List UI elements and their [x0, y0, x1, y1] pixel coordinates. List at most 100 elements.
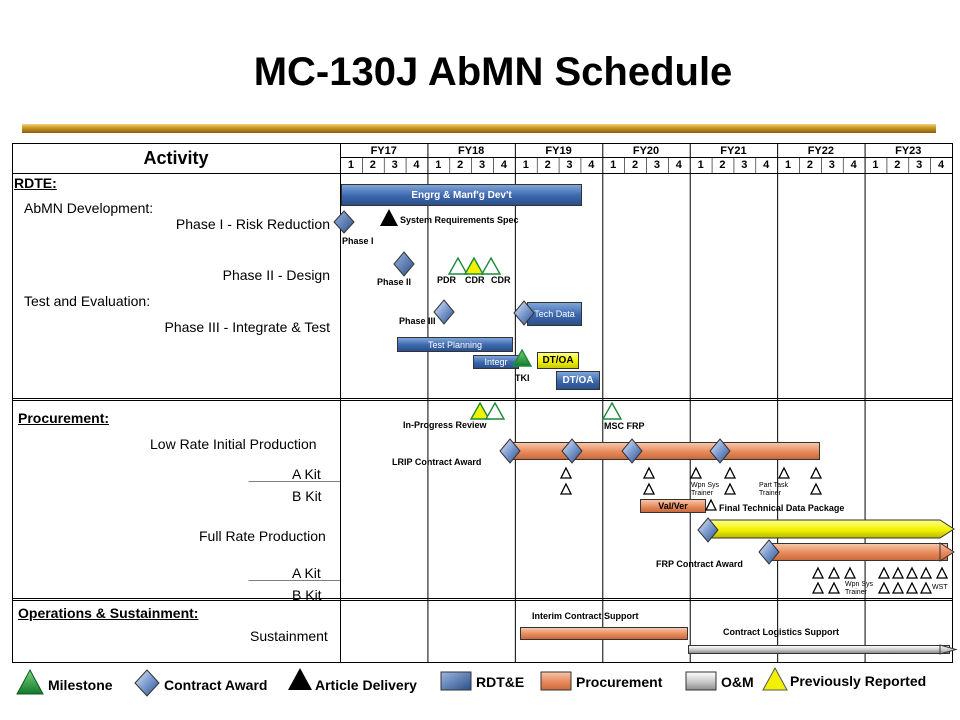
- row-lrip: Low Rate Initial Production: [150, 436, 317, 452]
- quarter-label: 4: [850, 159, 857, 171]
- legend-om: O&M: [721, 674, 754, 690]
- quarter-label: 3: [916, 159, 923, 171]
- grid-frame: [12, 143, 953, 663]
- bar-engrg-manfg-devt: Engrg & Manf'g Dev't: [341, 184, 582, 206]
- quarter-label: 1: [435, 159, 442, 171]
- bar-interim-contract-support: [520, 627, 688, 640]
- frp-previously-reported-arrow: [709, 519, 955, 539]
- page-title: MC-130J AbMN Schedule: [253, 50, 733, 94]
- milestone-triangle: [447, 256, 469, 275]
- section-procurement: Procurement:: [18, 410, 110, 426]
- label-cdr-2: CDR: [491, 275, 511, 285]
- label-msc-frp: MSC FRP: [604, 421, 645, 431]
- bar-val-ver: Val/Ver: [640, 499, 706, 513]
- quarter-label: 4: [938, 159, 945, 171]
- delivery-triangle: [891, 566, 905, 579]
- label-lrip-contract-award: LRIP Contract Award: [392, 457, 482, 467]
- quarter-label: 1: [347, 159, 354, 171]
- delivery-triangle: [689, 466, 703, 479]
- row-lrip-a-kit: A Kit: [292, 466, 321, 482]
- contract-award-diamond: [709, 438, 731, 464]
- bar-dtoa: DT/OA: [556, 371, 600, 390]
- bar-tech-data: Tech Data: [527, 302, 582, 326]
- legend-rdte: RDT&E: [476, 674, 525, 690]
- row-frp-b-kit: B Kit: [292, 587, 322, 603]
- delivery-triangle: [723, 466, 737, 479]
- delivery-triangle: [777, 466, 791, 479]
- delivery-triangle: [642, 466, 656, 479]
- quarter-label: 1: [872, 159, 879, 171]
- delivery-triangle: [723, 482, 737, 495]
- contract-award-diamond: [697, 517, 719, 543]
- fy-label: FY21: [720, 145, 747, 157]
- label-frp-contract-award: FRP Contract Award: [656, 559, 743, 569]
- legend-previously-reported: Previously Reported: [790, 673, 927, 689]
- row-phase2: Phase II - Design: [222, 267, 330, 283]
- quarter-label: 4: [763, 159, 770, 171]
- delivery-triangle: [891, 581, 905, 594]
- quarter-label: 3: [566, 159, 573, 171]
- fy-label: FY17: [370, 145, 397, 157]
- legend-procurement: Procurement: [576, 674, 663, 690]
- label-tki: TKI: [515, 373, 530, 383]
- contract-award-diamond: [561, 438, 583, 464]
- delivery-triangle: [877, 566, 891, 579]
- quarter-label: 4: [413, 159, 420, 171]
- title-rule: [22, 124, 936, 133]
- delivery-triangle: [905, 581, 919, 594]
- delivery-triangle: [843, 566, 857, 579]
- legend-procurement-swatch: [540, 671, 572, 691]
- label-final-technical-data-package: Final Technical Data Package: [719, 503, 845, 513]
- row-lrip-b-kit: B Kit: [292, 488, 322, 504]
- quarter-label: 2: [544, 159, 551, 171]
- delivery-triangle: [827, 581, 841, 594]
- fy-label: FY22: [807, 145, 834, 157]
- delivery-triangle: [811, 581, 825, 594]
- previously-reported-triangle: [469, 401, 491, 420]
- label-part-task-trainer: Part Task Trainer: [759, 482, 789, 497]
- quarter-label: 4: [588, 159, 595, 171]
- delivery-triangle: [704, 498, 718, 511]
- delivery-triangle: [809, 466, 823, 479]
- article-delivery-triangle: [380, 209, 398, 226]
- label-wpn-sys-trainer: Wpn Sys Trainer: [691, 482, 720, 497]
- label-phase2: Phase II: [377, 277, 412, 287]
- label-phase1: Phase I: [342, 236, 374, 246]
- label-contract-logistics-support: Contract Logistics Support: [723, 627, 840, 637]
- milestone-triangle: [601, 401, 623, 420]
- row-phase1: Phase I - Risk Reduction: [175, 216, 330, 232]
- delivery-triangle: [905, 566, 919, 579]
- quarter-label: 3: [391, 159, 398, 171]
- quarter-label: 2: [894, 159, 901, 171]
- legend-milestone-icon: [16, 668, 44, 695]
- contract-award-diamond: [513, 300, 535, 326]
- fy-label: FY18: [457, 145, 485, 157]
- label-wst: WST: [932, 584, 948, 591]
- label-interim-contract-support: Interim Contract Support: [532, 611, 639, 621]
- contract-award-diamond: [393, 251, 415, 277]
- quarter-label: 1: [522, 159, 529, 171]
- bar-dtoa-previously-reported: DT/OA: [537, 352, 579, 369]
- contract-award-diamond: [621, 438, 643, 464]
- row-frp-a-kit: A Kit: [292, 565, 321, 581]
- quarter-label: 2: [457, 159, 464, 171]
- label-srs: System Requirements Spec: [400, 215, 519, 225]
- previously-reported-triangle: [463, 256, 485, 275]
- label-wpn-sys-trainer-2: Wpn Sys Trainer: [845, 581, 874, 596]
- legend-om-swatch: [685, 671, 717, 691]
- legend-rdte-swatch: [440, 671, 472, 691]
- delivery-triangle: [559, 466, 573, 479]
- delivery-triangle: [559, 482, 573, 495]
- quarter-label: 3: [479, 159, 486, 171]
- milestone-triangle: [484, 401, 506, 420]
- quarter-label: 2: [632, 159, 639, 171]
- legend-contract-award-icon: [134, 669, 160, 697]
- delivery-triangle: [809, 482, 823, 495]
- legend-article-delivery: Article Delivery: [315, 677, 417, 693]
- label-phase3: Phase III: [399, 316, 436, 326]
- legend-previously-reported-icon: [762, 666, 788, 691]
- legend-contract-award: Contract Award: [164, 677, 268, 693]
- fy-label: FY23: [895, 145, 922, 157]
